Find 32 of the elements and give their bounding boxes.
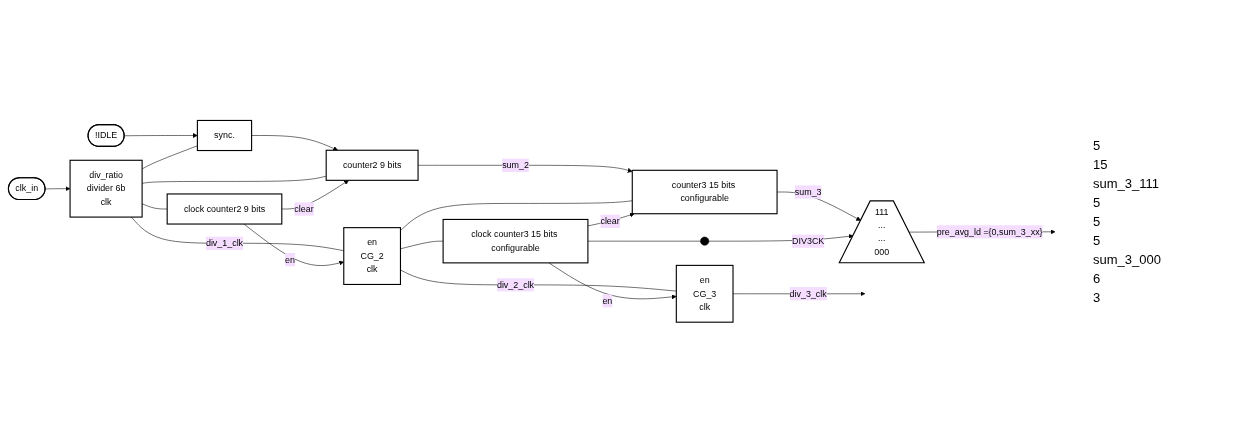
connector — [400, 269, 677, 292]
node-box: en CG_3 clk — [675, 264, 734, 323]
signal-label: 5 — [1093, 137, 1102, 153]
node-box: div_ratio divider 6b clk — [69, 159, 143, 218]
node-box: counter3 15 bits configurable — [631, 169, 778, 214]
signal-label: sum_3_000 — [1093, 251, 1162, 267]
node-circle — [700, 236, 710, 246]
signal-label: 5 — [1093, 194, 1102, 210]
connector — [400, 240, 444, 249]
node-box: en CG_2 clk — [343, 226, 401, 285]
signal-label: 3 — [1093, 289, 1102, 305]
signal-label: 6 — [1093, 270, 1102, 286]
signal-label: 5 — [1093, 232, 1102, 248]
edge-label: sum_2 — [502, 159, 529, 170]
edge-label: DIV3CK — [792, 235, 825, 246]
signal-label: sum_3_111 — [1093, 175, 1160, 191]
connector — [587, 240, 701, 242]
edge-label: clear — [600, 215, 620, 226]
edge-label: sum_3 — [794, 186, 822, 197]
signal-label: 15 — [1093, 156, 1109, 172]
edge-label: div_2_clk — [496, 279, 535, 289]
edge-label: en — [285, 254, 295, 264]
node-box: counter2 9 bits — [325, 149, 419, 181]
signal-label: 5 — [1093, 213, 1102, 229]
edge-label: div_3_clk — [789, 288, 827, 298]
node-box: sync. — [196, 119, 253, 151]
edge-label: div_1_clk — [205, 237, 244, 248]
edge-label: clear — [294, 203, 314, 214]
edge-label: pre_avg_ld ={0,sum_3_xx} — [936, 226, 1043, 236]
edge-label: en — [602, 295, 613, 306]
node-box: clock counter2 9 bits — [166, 193, 283, 225]
node-box: clock counter3 15 bits configurable — [442, 218, 589, 264]
